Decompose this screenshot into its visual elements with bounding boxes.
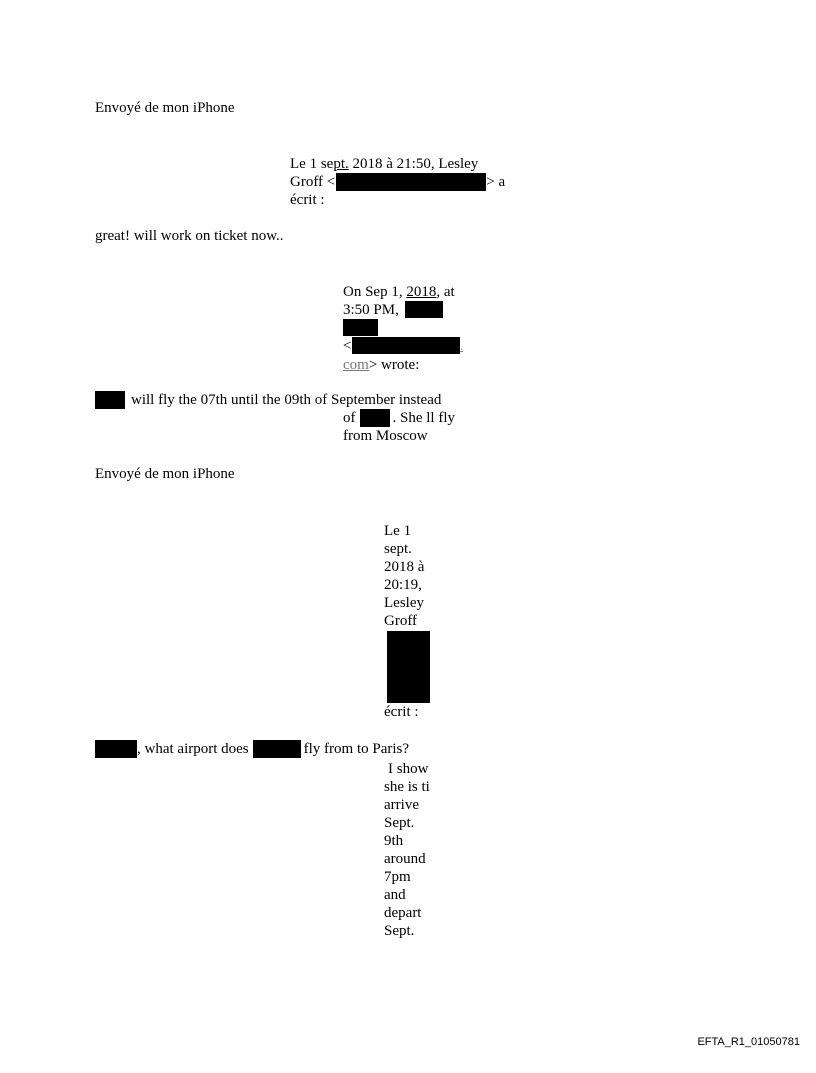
quote-header-line: sept. xyxy=(384,541,412,557)
redaction-box xyxy=(95,391,125,409)
quote-header-row: Groff < > a xyxy=(290,173,505,191)
message-text: arrive xyxy=(384,797,419,813)
redaction-box xyxy=(336,173,487,191)
message-row: , what airport does fly from to Paris? xyxy=(95,740,409,758)
text: , at xyxy=(436,284,455,300)
text: Le 1 se xyxy=(290,156,334,172)
signature-text: Envoyé de mon iPhone xyxy=(95,100,235,116)
redaction-box xyxy=(95,740,137,758)
quote-header-line: 20:19, xyxy=(384,577,422,593)
quote-header-line: 2018 à xyxy=(384,559,425,575)
quote-header-line: Le 1 xyxy=(384,523,412,539)
message-text: and xyxy=(384,887,406,903)
email-link[interactable]: com xyxy=(343,357,369,373)
quote-header-row: <. xyxy=(343,337,463,357)
quote-header-line: > a xyxy=(486,174,506,190)
message-text: around xyxy=(384,851,426,867)
quote-header-line: écrit : xyxy=(384,704,419,720)
quote-header-line: Lesley xyxy=(384,595,424,611)
message-text: . She ll fly xyxy=(392,410,456,426)
message-text: 7pm xyxy=(384,869,411,885)
message-row: of . She ll fly xyxy=(343,409,455,427)
message-text: from Moscow xyxy=(343,428,428,444)
text: > wrote: xyxy=(368,357,420,373)
redaction-box xyxy=(252,740,301,758)
quote-header-row: 3:50 PM, xyxy=(343,301,443,319)
reply-text: great! will work on ticket now.. xyxy=(95,228,284,244)
message-text: of xyxy=(343,410,356,426)
quote-header-line: com> wrote: xyxy=(343,356,419,374)
redaction-box xyxy=(343,319,378,336)
message-text: fly from to Paris? xyxy=(303,741,410,757)
text: pt. xyxy=(333,156,349,172)
message-text: Sept. xyxy=(384,815,415,831)
text: On Sep 1, xyxy=(343,284,407,300)
message-text: will fly the 07th until the 09th of Sept… xyxy=(131,392,442,408)
redaction-box xyxy=(359,409,390,427)
message-row: will fly the 07th until the 09th of Sept… xyxy=(95,391,441,409)
quote-header-line: Le 1 sept. 2018 à 21:50, Lesley xyxy=(290,155,478,173)
quote-header-line: < xyxy=(343,338,352,354)
message-text: 9th xyxy=(384,833,404,849)
redaction-box xyxy=(387,631,430,703)
redaction-box xyxy=(404,301,443,318)
quote-header-line: Groff < xyxy=(290,174,336,190)
quote-header-line: 3:50 PM, xyxy=(343,302,399,318)
quote-header-line: Groff xyxy=(384,613,418,629)
message-text: Sept. xyxy=(384,923,415,939)
message-text: , what airport does xyxy=(137,741,249,757)
redaction-box xyxy=(352,337,461,354)
message-text: depart xyxy=(384,905,422,921)
email-link-fragment[interactable]: . xyxy=(460,342,463,353)
text: 2018 à 21:50, Lesley xyxy=(348,156,479,172)
quote-header-line: On Sep 1, 2018, at xyxy=(343,283,455,301)
message-text: I show xyxy=(388,761,429,777)
signature-text: Envoyé de mon iPhone xyxy=(95,466,235,482)
text: 2018 xyxy=(406,284,437,300)
message-text: she is ti xyxy=(384,779,430,795)
document-id: EFTA_R1_01050781 xyxy=(697,1036,800,1048)
quote-header-line: écrit : xyxy=(290,192,325,208)
